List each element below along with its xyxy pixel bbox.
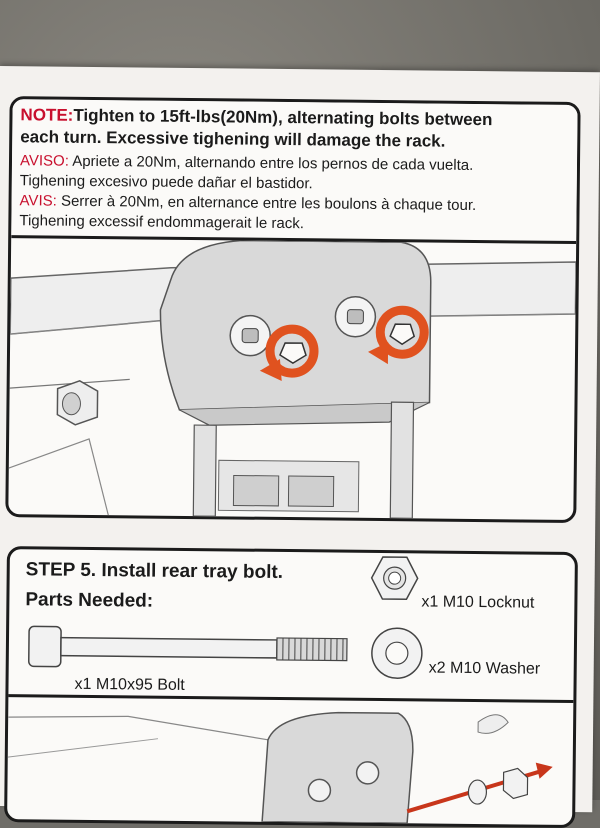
note-es-text1: Apriete a 20Nm, alternando entre los per… — [69, 153, 474, 174]
bracket-tightening-illustration — [8, 238, 576, 520]
locknut-label: x1 M10 Locknut — [421, 593, 534, 612]
note-en-line2: each turn. Excessive tighening will dama… — [20, 127, 445, 151]
aviso-label: AVISO: — [20, 152, 69, 170]
note-panel: NOTE:Tighten to 15ft-lbs(20Nm), alternat… — [5, 96, 580, 523]
step-title: Install rear tray bolt. — [96, 560, 283, 583]
note-fr-line1: AVIS: Serrer à 20Nm, en alternance entre… — [20, 192, 477, 214]
instruction-sheet: NOTE:Tighten to 15ft-lbs(20Nm), alternat… — [0, 66, 600, 812]
note-es-line2: Tighening excesivo puede dañar el bastid… — [20, 172, 313, 192]
note-box: NOTE:Tighten to 15ft-lbs(20Nm), alternat… — [11, 99, 577, 244]
note-fr-text1: Serrer à 20Nm, en alternance entre les b… — [57, 193, 477, 214]
bolt-label: x1 M10x95 Bolt — [74, 676, 184, 695]
rear-tray-bolt-illustration — [7, 697, 573, 825]
step-number: STEP 5. — [26, 559, 97, 581]
step5-panel: STEP 5. Install rear tray bolt. Parts Ne… — [4, 546, 578, 828]
note-fr-line2: Tighening excessif endommagerait le rack… — [19, 212, 304, 232]
washer-icon — [369, 625, 426, 682]
avis-label: AVIS: — [20, 192, 57, 209]
note-en-text1: Tighten to 15ft-lbs(20Nm), alternating b… — [73, 106, 492, 129]
note-es-line1: AVISO: Apriete a 20Nm, alternando entre … — [20, 152, 473, 174]
note-label: NOTE: — [20, 105, 73, 125]
parts-needed-heading: Parts Needed: — [25, 589, 153, 612]
note-en-line1: NOTE:Tighten to 15ft-lbs(20Nm), alternat… — [20, 105, 492, 130]
step5-heading: STEP 5. Install rear tray bolt. — [26, 559, 284, 584]
locknut-icon — [369, 555, 419, 602]
bolt-icon — [27, 621, 358, 674]
washer-label: x2 M10 Washer — [429, 660, 541, 679]
